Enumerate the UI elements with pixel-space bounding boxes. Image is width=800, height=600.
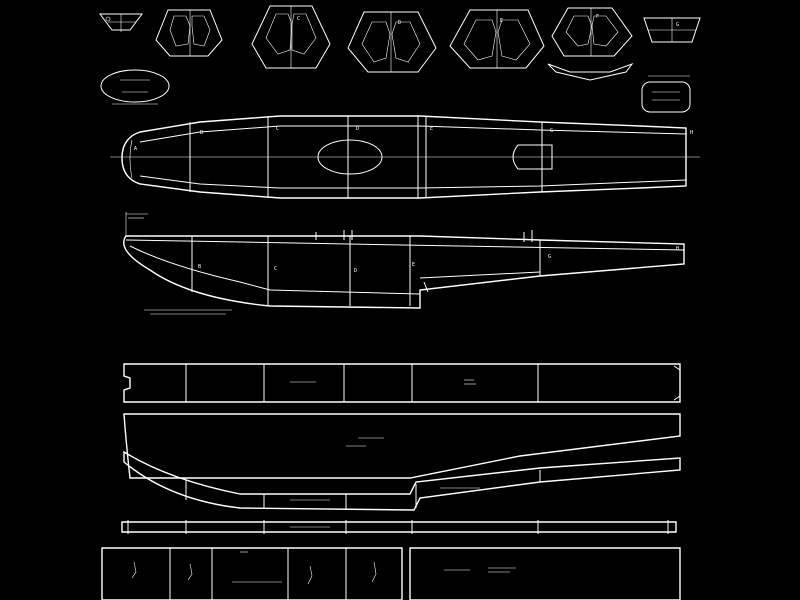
former-row: C D E F <box>99 5 701 113</box>
side-view-nose-callout <box>125 212 148 236</box>
curved-longeron-part <box>123 450 681 511</box>
fuselage-top-view: A B C D E G H <box>110 115 700 199</box>
svg-text:G: G <box>550 128 553 134</box>
svg-text:C: C <box>274 266 277 272</box>
former-g: G <box>643 17 701 43</box>
former-d: D <box>347 11 437 73</box>
bottom-panel-right <box>409 547 681 600</box>
svg-text:D: D <box>354 268 357 274</box>
svg-text:B: B <box>198 264 201 270</box>
thin-strip-part <box>121 520 677 534</box>
svg-text:B: B <box>200 130 203 136</box>
top-view-stations <box>189 116 543 198</box>
side-view-ticks <box>315 230 533 293</box>
former-c: C <box>251 5 331 69</box>
svg-text:C: C <box>276 126 279 132</box>
svg-text:H: H <box>676 246 679 252</box>
svg-text:E: E <box>430 126 433 132</box>
former-f: F <box>547 7 634 81</box>
rounded-hatch-part <box>641 75 691 113</box>
svg-text:E: E <box>412 262 415 268</box>
svg-text:D: D <box>356 126 359 132</box>
former-f-label: F <box>596 14 599 20</box>
keel-strip-part <box>123 363 681 403</box>
side-view-station-labels: B C D E G H <box>198 246 679 274</box>
former-c-label: C <box>297 16 300 22</box>
bottom-panel-left <box>101 547 403 600</box>
former-b <box>155 9 223 57</box>
former-d-label: D <box>398 20 401 26</box>
svg-text:A: A <box>134 146 137 152</box>
top-view-rear-opening <box>512 144 553 170</box>
former-a <box>99 13 143 32</box>
side-view-note-lines <box>144 309 232 315</box>
side-skin-part <box>123 413 681 479</box>
top-view-station-labels: A B C D E G H <box>134 126 693 152</box>
svg-text:H: H <box>690 130 693 136</box>
former-e-label: E <box>500 18 503 24</box>
fuselage-side-view: B C D E G H <box>123 212 685 315</box>
former-g-label: G <box>676 22 679 28</box>
svg-text:G: G <box>548 254 551 260</box>
top-view-cockpit-opening <box>317 139 383 175</box>
former-e: E <box>449 9 545 69</box>
oval-cockpit-part <box>100 69 170 105</box>
side-view-stations <box>191 236 541 306</box>
